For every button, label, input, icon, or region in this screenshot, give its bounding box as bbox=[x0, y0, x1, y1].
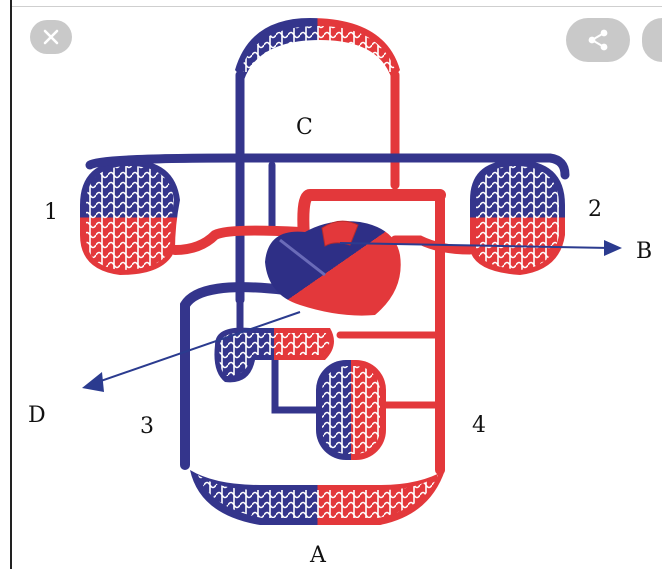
label-C: C bbox=[296, 115, 313, 140]
systemic-vein bbox=[185, 287, 320, 465]
close-button[interactable] bbox=[30, 20, 72, 54]
head-capillary-bed bbox=[235, 18, 400, 80]
lung-capillary-bed-1 bbox=[80, 160, 180, 275]
label-4: 4 bbox=[472, 413, 486, 438]
share-button[interactable] bbox=[566, 18, 630, 62]
share-icon bbox=[585, 27, 611, 53]
lower-body-capillary-bed bbox=[190, 470, 445, 525]
kidney-capillary-bed bbox=[316, 360, 386, 460]
label-2: 2 bbox=[588, 197, 602, 222]
lung-capillary-bed-2 bbox=[470, 160, 565, 275]
heart bbox=[265, 221, 401, 315]
label-3: 3 bbox=[140, 414, 154, 439]
label-1: 1 bbox=[44, 200, 58, 225]
label-D: D bbox=[28, 403, 46, 428]
close-icon bbox=[42, 28, 60, 46]
label-B: B bbox=[636, 239, 652, 264]
label-A: A bbox=[309, 543, 327, 568]
